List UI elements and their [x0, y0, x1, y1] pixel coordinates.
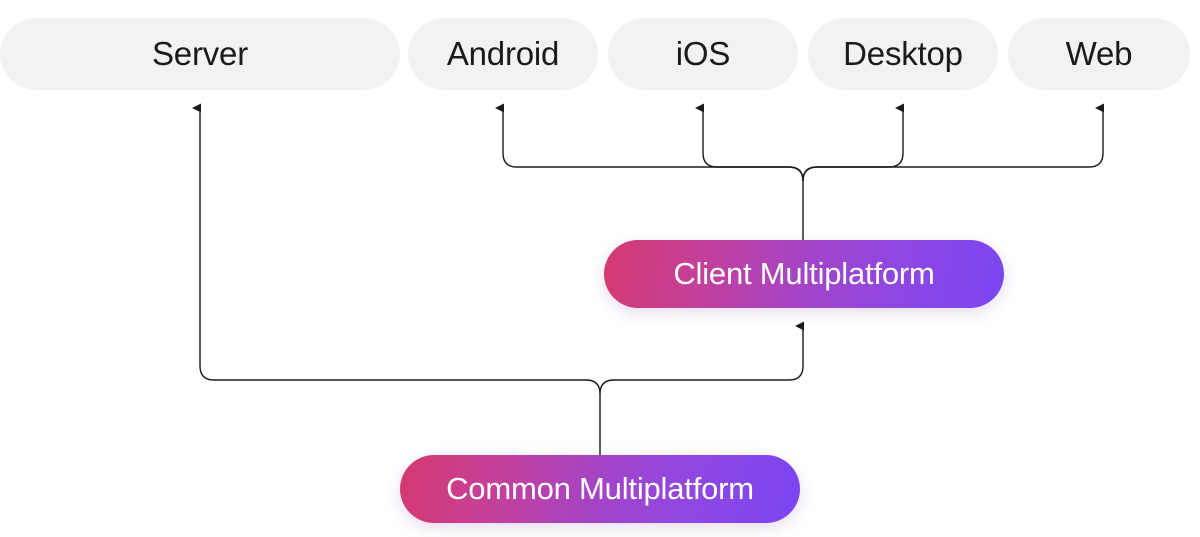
platform-box-web[interactable]: Web — [1008, 18, 1190, 90]
platform-label-ios: iOS — [675, 35, 731, 72]
connector-client-to-ios — [695, 103, 804, 182]
module-label-common: Common Multiplatform — [446, 471, 754, 506]
platform-box-desktop[interactable]: Desktop — [808, 18, 998, 90]
connector-client-to-web — [802, 103, 1104, 182]
platform-label-server: Server — [152, 35, 248, 72]
platform-box-android[interactable]: Android — [408, 18, 598, 90]
module-box-common-multiplatform[interactable]: Common Multiplatform — [400, 455, 800, 523]
connector-client-to-android — [495, 103, 804, 182]
platform-label-web: Web — [1065, 35, 1133, 72]
module-box-client-multiplatform[interactable]: Client Multiplatform — [604, 240, 1004, 308]
platform-label-android: Android — [446, 35, 560, 72]
connector-common-to-client — [599, 321, 804, 395]
platform-label-desktop: Desktop — [843, 35, 963, 72]
connector-common-to-server — [192, 103, 601, 395]
platform-box-server[interactable]: Server — [0, 18, 400, 90]
platform-box-ios[interactable]: iOS — [608, 18, 798, 90]
module-label-client: Client Multiplatform — [673, 256, 935, 291]
connector-client-to-desktop — [802, 103, 904, 182]
